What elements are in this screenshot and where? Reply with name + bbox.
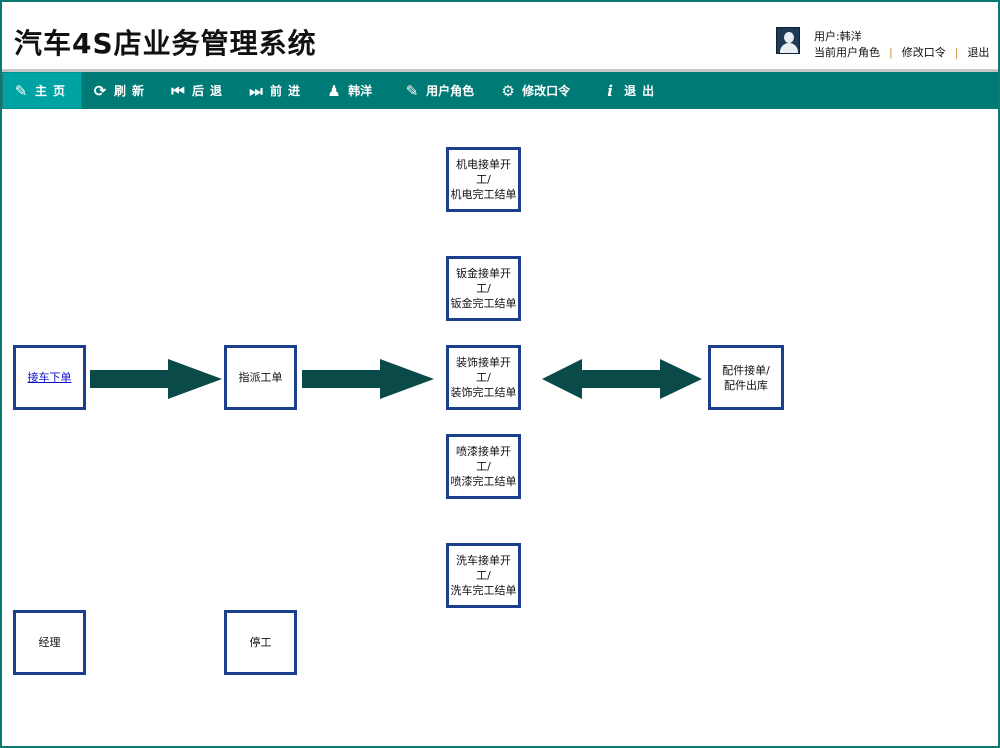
logout-link[interactable]: 退出	[967, 46, 990, 59]
toolbar-refresh[interactable]: ⟳ 刷新	[82, 72, 160, 109]
toolbar: ✎ 主页 ⟳ 刷新 ⏮ 后退 ⏭ 前进 ♟ 韩洋 ✎ 用户角色 ⚙ 修改口令 i 退出	[2, 72, 998, 109]
arrow-right-icon	[90, 359, 222, 399]
user-icon: ♟	[327, 81, 341, 100]
manager-box[interactable]: 经理	[13, 610, 86, 675]
toolbar-label: 修改口令	[522, 84, 571, 98]
dispatch-box[interactable]: 指派工单	[224, 345, 297, 410]
toolbar-forward[interactable]: ⏭ 前进	[238, 72, 316, 109]
toolbar-label: 用户角色	[426, 84, 475, 98]
toolbar-user[interactable]: ♟ 韩洋	[316, 72, 382, 109]
toolbar-label: 退出	[624, 84, 661, 98]
toolbar-label: 主页	[35, 84, 72, 98]
mech-box[interactable]: 机电接单开工/ 机电完工结单	[446, 147, 521, 212]
sheet-metal-box[interactable]: 钣金接单开工/ 钣金完工结单	[446, 256, 521, 321]
reception-link[interactable]: 接车下单	[27, 371, 72, 384]
edit-icon: ✎	[405, 81, 419, 100]
wash-box[interactable]: 洗车接单开工/ 洗车完工结单	[446, 543, 521, 608]
toolbar-label: 后退	[192, 84, 229, 98]
avatar-icon	[776, 27, 800, 54]
edit-icon: ✎	[14, 81, 28, 100]
header-links: 当前用户角色|修改口令|退出	[814, 46, 990, 59]
gear-icon: ⚙	[501, 81, 515, 100]
parts-box[interactable]: 配件接单/ 配件出库	[708, 345, 784, 410]
divider	[2, 69, 998, 72]
toolbar-home[interactable]: ✎ 主页	[2, 72, 83, 109]
info-icon: i	[607, 81, 613, 100]
toolbar-label: 刷新	[114, 84, 151, 98]
toolbar-back[interactable]: ⏮ 后退	[160, 72, 238, 109]
arrow-right-icon	[302, 359, 434, 399]
toolbar-label: 前进	[270, 84, 307, 98]
paint-box[interactable]: 喷漆接单开工/ 喷漆完工结单	[446, 434, 521, 499]
toolbar-change-password[interactable]: ⚙ 修改口令	[490, 72, 580, 109]
reception-box[interactable]: 接车下单	[13, 345, 86, 410]
stop-box[interactable]: 停工	[224, 610, 297, 675]
forward-icon: ⏭	[249, 81, 263, 100]
toolbar-user-role[interactable]: ✎ 用户角色	[394, 72, 484, 109]
change-password-link[interactable]: 修改口令	[901, 46, 946, 59]
toolbar-label: 韩洋	[348, 84, 373, 98]
back-icon: ⏮	[171, 81, 185, 100]
current-role-link[interactable]: 当前用户角色	[814, 46, 880, 59]
toolbar-logout[interactable]: i 退出	[592, 72, 670, 109]
user-label: 用户:韩洋	[814, 30, 862, 43]
app-title: 汽车4S店业务管理系统	[14, 27, 317, 60]
double-arrow-icon	[542, 359, 702, 399]
refresh-icon: ⟳	[93, 81, 107, 100]
decor-box[interactable]: 装饰接单开工/ 装饰完工结单	[446, 345, 521, 410]
